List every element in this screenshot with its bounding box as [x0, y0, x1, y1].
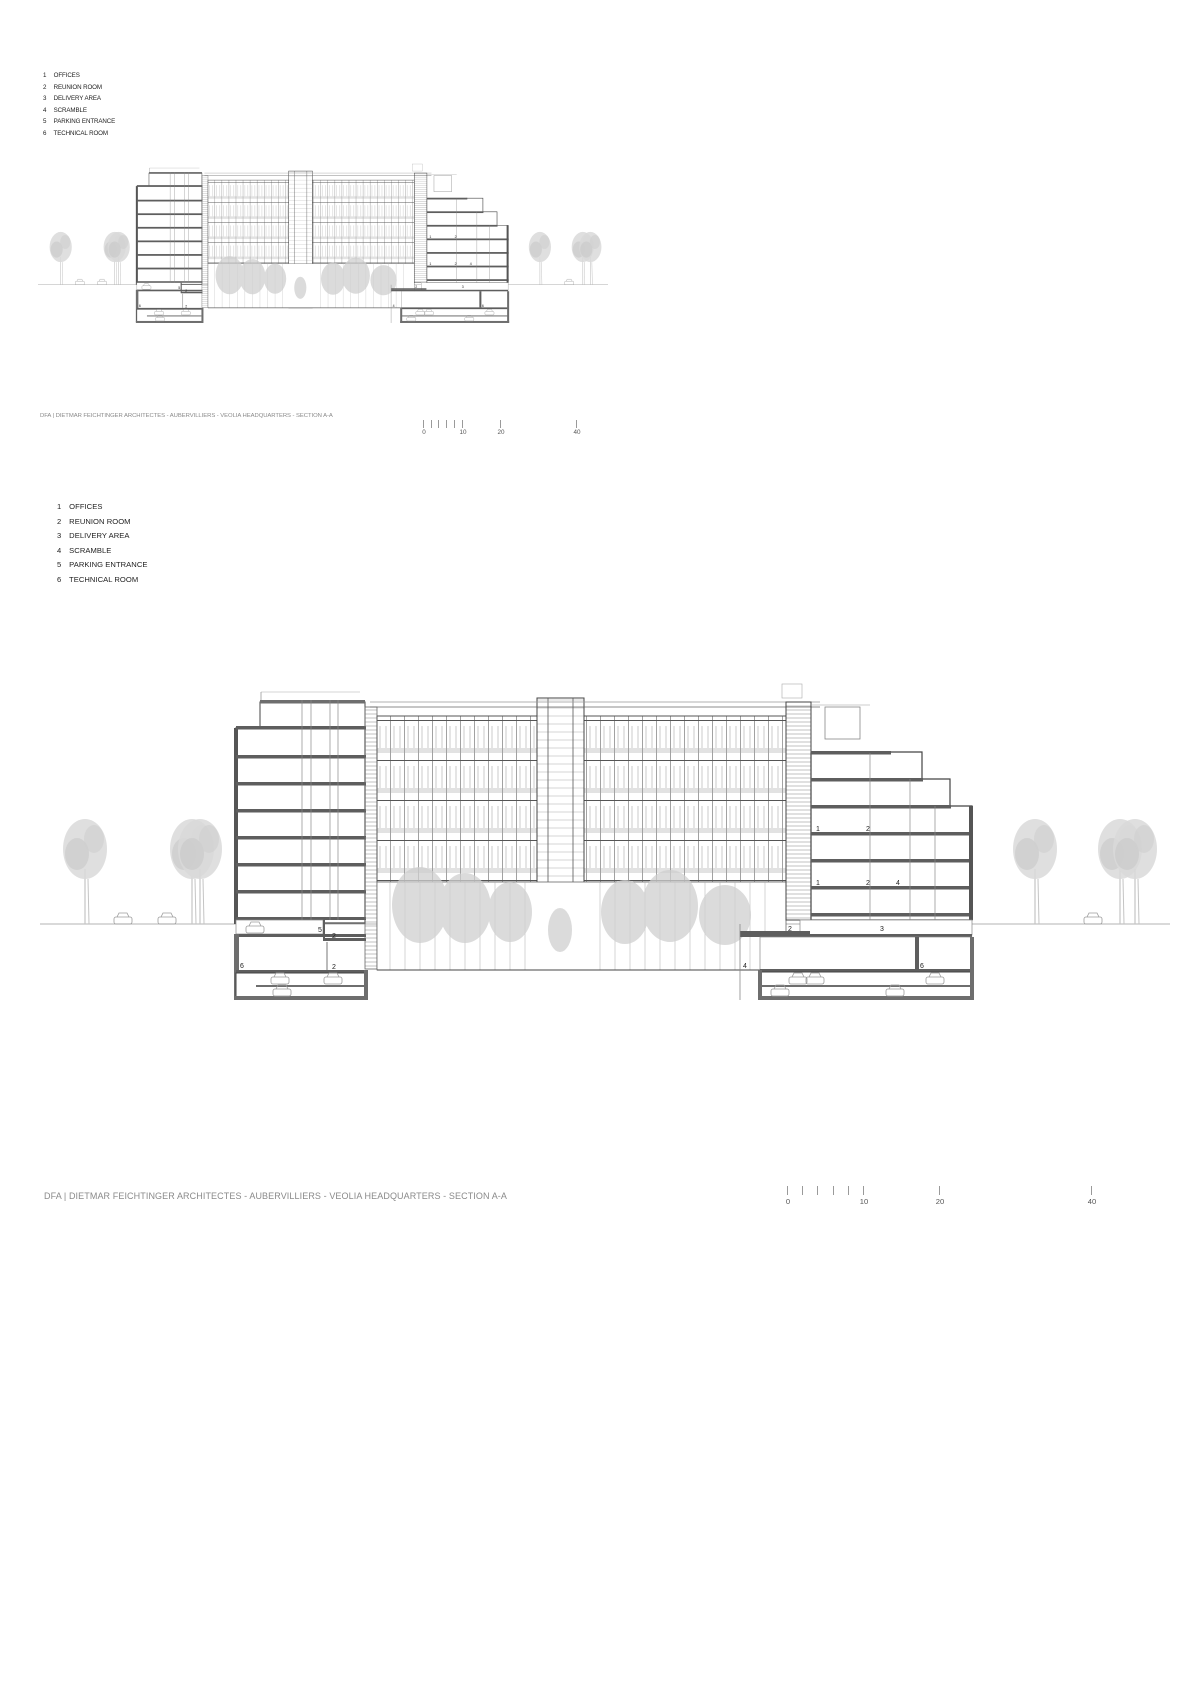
- scale-label: 0: [422, 429, 426, 436]
- legend-item: 5 PARKING ENTRANCE: [57, 560, 148, 570]
- legend-item: 5 PARKING ENTRANCE: [43, 118, 116, 126]
- drawing-caption-small: DFA | DIETMAR FEICHTINGER ARCHITECTES - …: [40, 413, 333, 419]
- scale-label: 40: [1087, 1197, 1097, 1206]
- scale-label: 10: [859, 1197, 869, 1206]
- drawing-caption-large: DFA | DIETMAR FEICHTINGER ARCHITECTES - …: [44, 1191, 507, 1201]
- scale-label: 10: [459, 429, 467, 436]
- room-legend-large: 1 OFFICES 2 REUNION ROOM 3 DELIVERY AREA…: [57, 500, 147, 588]
- legend-item: 1 OFFICES: [43, 72, 80, 79]
- section-drawing-small: [38, 162, 608, 328]
- legend-item: 6 TECHNICAL ROOM: [43, 129, 108, 137]
- legend-item: 4 SCRAMBLE: [43, 106, 87, 114]
- scale-label: 20: [497, 429, 505, 436]
- legend-item: 4 SCRAMBLE: [57, 545, 112, 555]
- scale-label: 20: [935, 1197, 945, 1206]
- scale-label: 40: [573, 429, 581, 436]
- legend-item: 3 DELIVERY AREA: [43, 95, 101, 103]
- legend-item: 1 OFFICES: [57, 502, 103, 511]
- legend-item: 3 DELIVERY AREA: [57, 531, 130, 541]
- legend-item: 2 REUNION ROOM: [57, 516, 131, 526]
- building-section-svg: [38, 162, 608, 328]
- legend-item: 6 TECHNICAL ROOM: [57, 574, 139, 584]
- section-drawing-large: 5 2 6 2: [40, 680, 1170, 1010]
- room-legend-small: 1 OFFICES 2 REUNION ROOM 3 DELIVERY AREA…: [43, 70, 115, 140]
- scale-label: 0: [785, 1197, 791, 1206]
- legend-item: 2 REUNION ROOM: [43, 83, 102, 91]
- building-section-svg: 5 2 6 2: [40, 680, 1170, 1010]
